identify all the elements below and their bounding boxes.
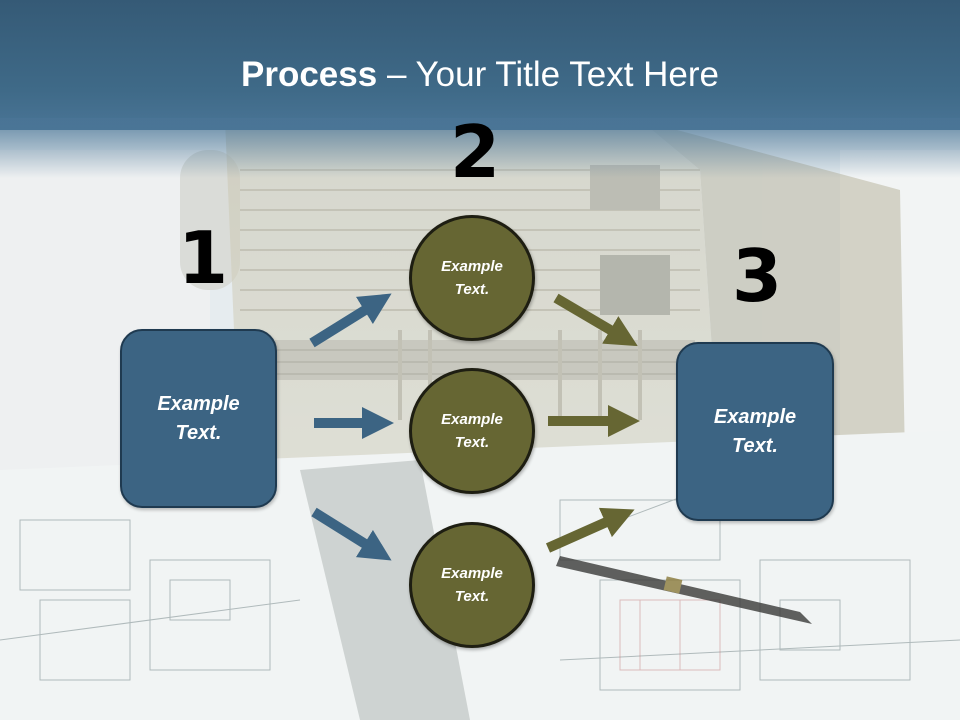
step-2-circle-top-text: Example Text. <box>441 258 503 298</box>
title-bar-fade <box>0 118 960 178</box>
step-2-circle-middle: Example Text. <box>409 368 535 494</box>
title-bold: Process <box>241 55 378 94</box>
title-bar <box>0 0 960 130</box>
step-2-circle-bottom-text: Example Text. <box>441 565 503 605</box>
step-3-box: Example Text. <box>676 342 834 521</box>
step-1-box: Example Text. <box>120 329 277 508</box>
step-1-text: Example Text. <box>157 392 240 444</box>
step-2-circle-middle-text: Example Text. <box>441 411 503 451</box>
step-number-2: 2 <box>450 110 501 194</box>
step-number-3: 3 <box>732 234 783 318</box>
slide-title: Process – Your Title Text Here <box>0 54 960 96</box>
step-3-text: Example Text. <box>713 405 797 457</box>
step-number-1: 1 <box>178 216 229 300</box>
step-2-circle-top: Example Text. <box>409 215 535 341</box>
step-2-circle-bottom: Example Text. <box>409 522 535 648</box>
title-rest: – Your Title Text Here <box>377 55 719 94</box>
